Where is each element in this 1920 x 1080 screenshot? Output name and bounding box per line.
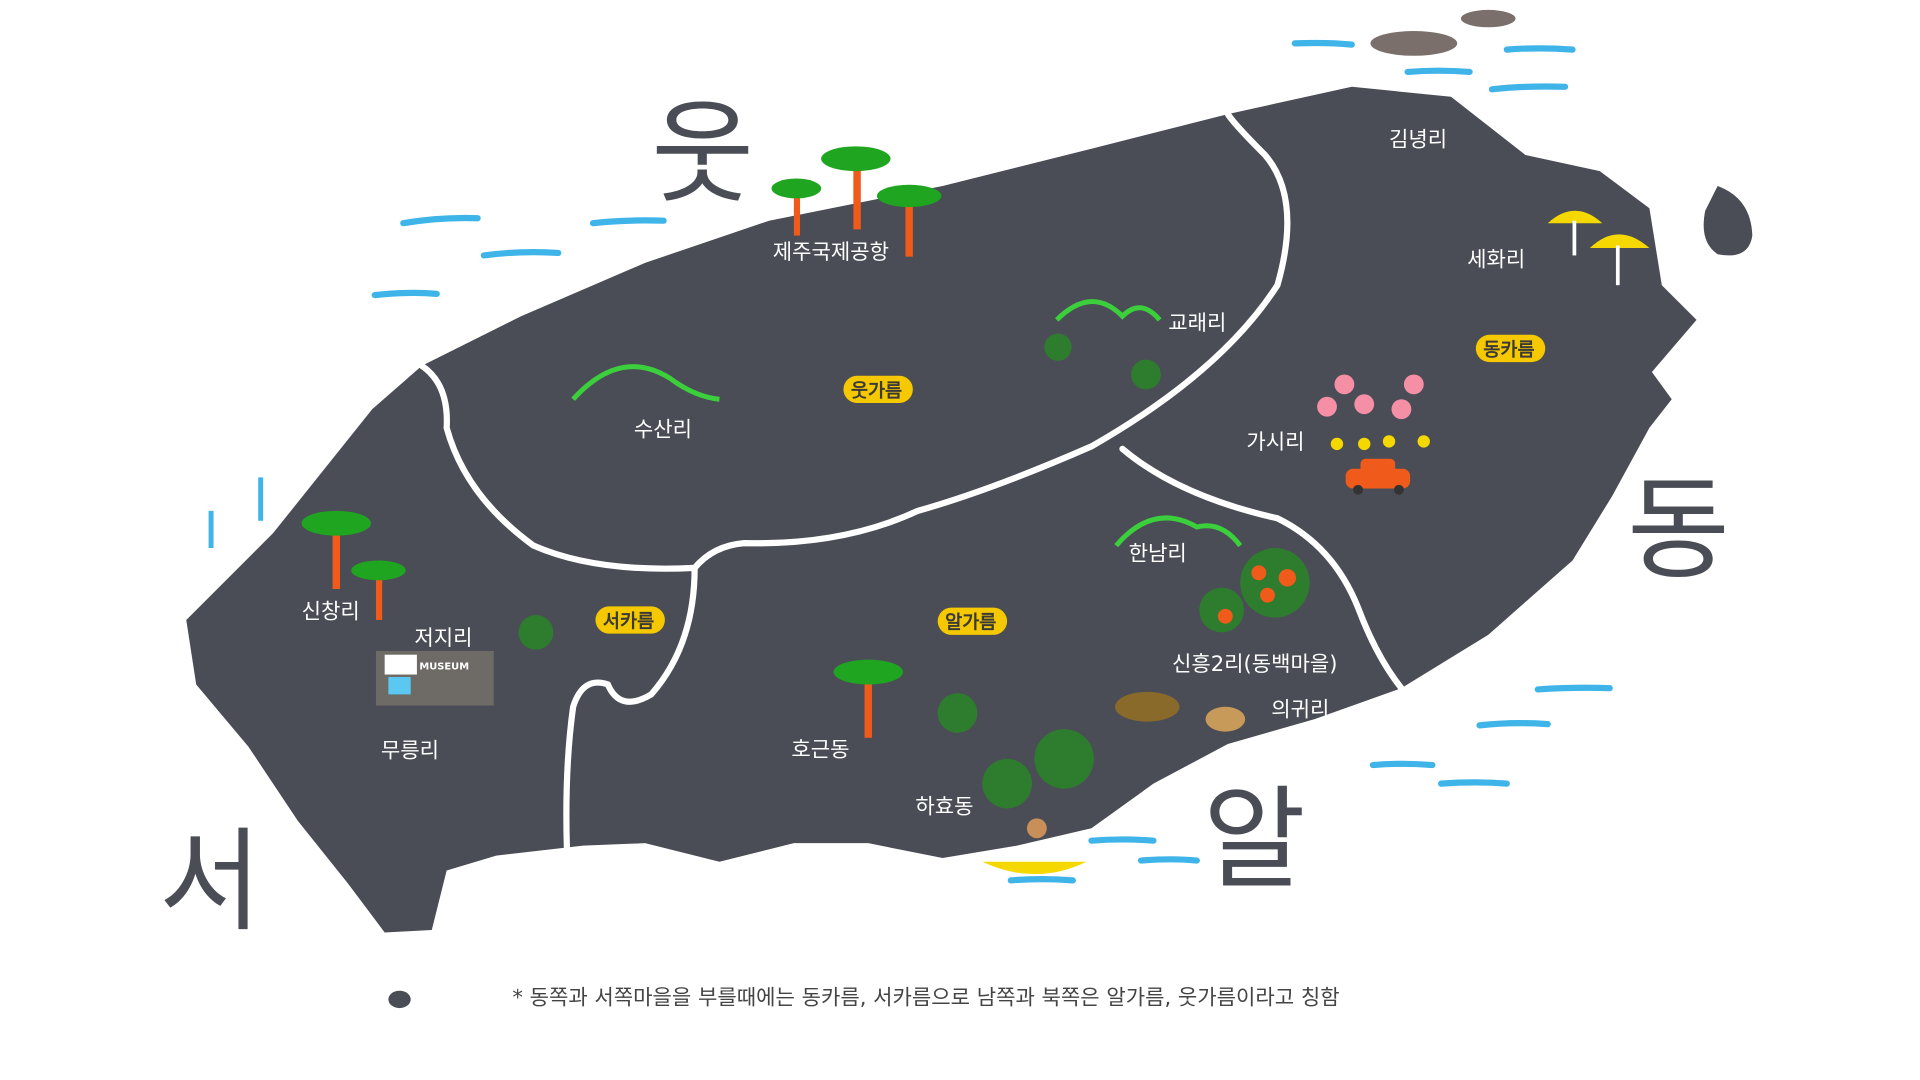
region-badge-east[interactable]: 동카름	[1475, 334, 1546, 363]
horses	[1114, 691, 1246, 732]
palm-trees-airport	[771, 146, 942, 257]
place-label-hannam[interactable]: 한남리	[1129, 540, 1187, 565]
direction-south: 알	[1203, 775, 1306, 905]
island-shape	[186, 86, 1697, 933]
palm-trees-west	[301, 510, 406, 620]
place-label-jeoji[interactable]: 저지리	[414, 625, 472, 650]
direction-west: 서	[159, 817, 262, 947]
camellia-trees	[1199, 548, 1310, 633]
svg-text:웃가름: 웃가름	[851, 381, 902, 402]
museum-sign: MUSEUM	[419, 662, 469, 673]
place-label-susan[interactable]: 수산리	[634, 416, 692, 441]
direction-east: 동	[1627, 465, 1730, 595]
wind-turbines	[208, 477, 264, 549]
udo-island	[1703, 185, 1753, 256]
place-label-sinchang[interactable]: 신창리	[302, 599, 360, 624]
place-label-gimnyeong[interactable]: 김녕리	[1389, 126, 1447, 151]
svg-text:동카름: 동카름	[1483, 340, 1534, 361]
place-label-uigwi[interactable]: 의귀리	[1271, 697, 1329, 722]
sea-waves	[371, 39, 1613, 884]
flowers-gasi	[1317, 374, 1430, 451]
place-label-hogeun[interactable]: 호근동	[791, 736, 849, 761]
place-label-hahyo[interactable]: 하효동	[915, 793, 973, 818]
car-icon	[1345, 458, 1411, 495]
region-divider-east	[1119, 445, 1405, 692]
place-label-airport[interactable]: 제주국제공항	[773, 239, 889, 264]
direction-north: 웃	[651, 89, 754, 219]
small-islet	[388, 990, 411, 1009]
svg-text:알가름: 알가름	[945, 613, 996, 634]
footnote: * 동쪽과 서쪽마을을 부를때에는 동카름, 서카름으로 남쪽과 북쪽은 알가름…	[512, 984, 1339, 1009]
place-label-sehwa[interactable]: 세화리	[1467, 247, 1525, 272]
svg-text:서카름: 서카름	[603, 611, 654, 632]
palm-tree-hogeun	[833, 659, 903, 738]
hill-icon	[1054, 299, 1162, 322]
hill-icon	[1114, 515, 1243, 548]
place-label-gasi[interactable]: 가시리	[1246, 429, 1304, 454]
region-badge-west[interactable]: 서카름	[595, 606, 665, 634]
place-label-gyorae[interactable]: 교래리	[1168, 310, 1226, 335]
region-divider-west	[563, 564, 698, 853]
dolphins	[1370, 9, 1516, 56]
region-badge-south[interactable]: 알가름	[937, 607, 1008, 635]
place-label-sinheung2[interactable]: 신흥2리(동백마을)	[1172, 651, 1337, 676]
canoe-icon	[982, 818, 1087, 875]
region-badge-north[interactable]: 웃가름	[843, 375, 913, 403]
region-divider-north	[418, 110, 1291, 572]
hill-icon	[571, 364, 720, 402]
umbrellas	[1547, 210, 1650, 286]
museum-building: MUSEUM	[375, 650, 494, 706]
place-label-mureung[interactable]: 무릉리	[381, 738, 439, 763]
orange-trees	[518, 333, 1161, 809]
